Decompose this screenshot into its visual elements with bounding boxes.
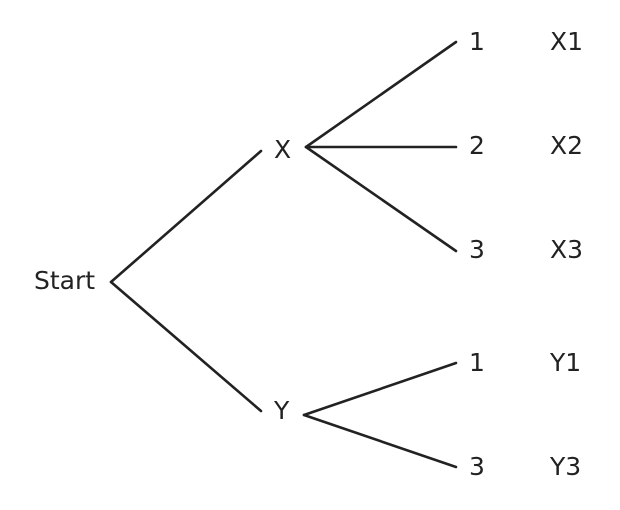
edge-start-x [109, 149, 263, 284]
branch-x3-label: 3 [469, 235, 485, 264]
node-y-label: Y [273, 396, 290, 425]
edge-y-1 [302, 361, 458, 417]
edge-y-3 [302, 413, 458, 469]
edge-x-3 [304, 145, 458, 253]
outcome-y1-label: Y1 [549, 348, 581, 377]
branch-x1-label: 1 [469, 27, 485, 56]
outcome-x1-label: X1 [550, 27, 583, 56]
outcome-y3-label: Y3 [549, 452, 581, 481]
node-x-label: X [274, 135, 291, 164]
outcome-x2-label: X2 [550, 131, 583, 160]
branch-y1-label: 1 [469, 348, 485, 377]
edge-start-y [109, 280, 263, 413]
edge-x-1 [304, 40, 458, 149]
outcome-x3-label: X3 [550, 235, 583, 264]
root-node-label: Start [34, 266, 95, 295]
branch-x2-label: 2 [469, 131, 485, 160]
branch-y3-label: 3 [469, 452, 485, 481]
